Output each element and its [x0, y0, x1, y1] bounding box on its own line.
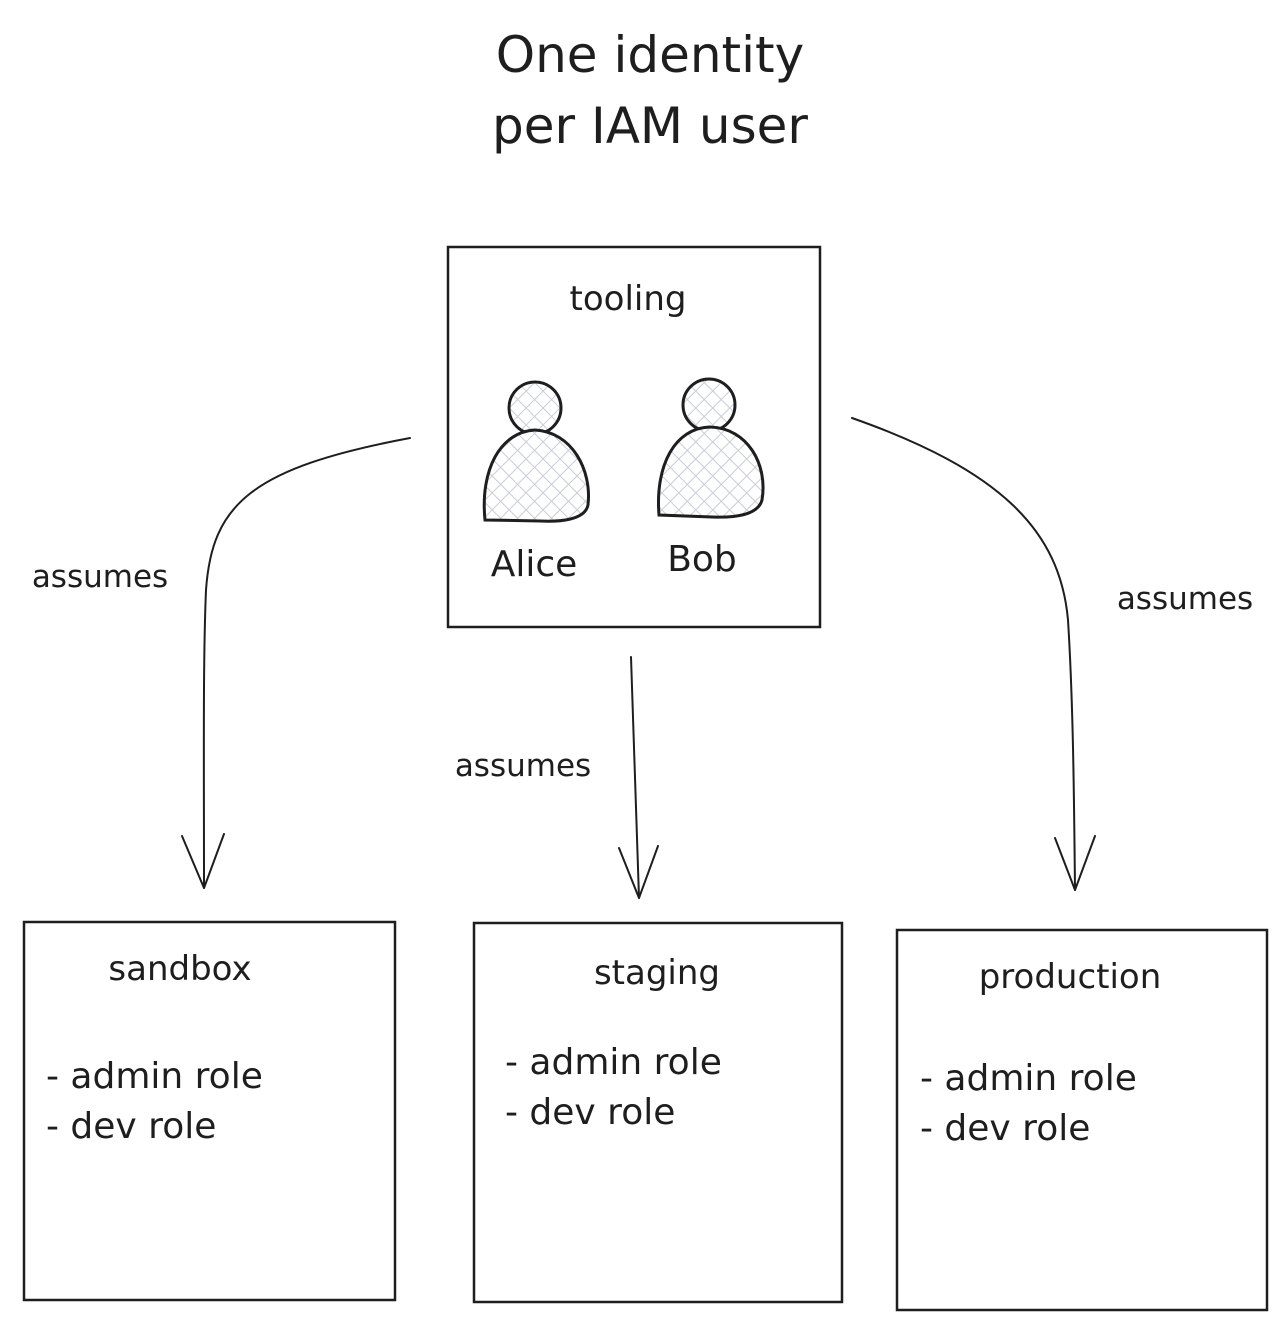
arrow-to-production[interactable] — [851, 417, 1096, 891]
alice-head-icon — [507, 380, 563, 436]
staging-role-admin: - admin role — [505, 1042, 722, 1083]
production-account[interactable]: production - admin role - dev role — [895, 928, 1269, 1312]
bob-head-icon — [681, 377, 737, 433]
arrow-to-staging[interactable] — [618, 656, 659, 899]
arrow-to-sandbox[interactable] — [181, 437, 411, 889]
bob-body-icon — [656, 425, 765, 519]
tooling-box — [446, 245, 822, 629]
assumes-label-right: assumes — [1117, 581, 1253, 617]
production-title: production — [979, 957, 1162, 997]
sandbox-title: sandbox — [108, 949, 251, 989]
sandbox-role-admin: - admin role — [46, 1056, 263, 1097]
tooling-account[interactable]: tooling Alice Bob — [446, 245, 822, 629]
user-alice[interactable]: Alice — [482, 380, 590, 585]
sandbox-account[interactable]: sandbox - admin role - dev role — [22, 920, 397, 1302]
production-role-dev: - dev role — [920, 1108, 1090, 1149]
staging-account[interactable]: staging - admin role - dev role — [472, 921, 844, 1304]
production-box — [895, 928, 1269, 1312]
assumes-label-center: assumes — [455, 748, 591, 784]
diagram-title-line-2: per IAM user — [492, 97, 808, 155]
bob-label: Bob — [667, 539, 737, 580]
alice-body-icon — [482, 428, 590, 523]
staging-box — [472, 921, 844, 1304]
alice-label: Alice — [491, 544, 578, 585]
arrow-to-staging-line — [630, 656, 640, 899]
staging-role-dev: - dev role — [505, 1092, 675, 1133]
production-role-admin: - admin role — [920, 1058, 1137, 1099]
diagram-title-line-1: One identity — [496, 26, 804, 84]
tooling-title: tooling — [570, 279, 687, 319]
sandbox-box — [22, 920, 397, 1302]
arrow-to-sandbox-line — [202, 437, 411, 889]
arrow-to-sandbox-head — [181, 833, 225, 889]
arrow-to-production-line — [851, 417, 1076, 891]
arrow-to-staging-head — [618, 845, 659, 899]
user-bob[interactable]: Bob — [656, 377, 765, 580]
sandbox-role-dev: - dev role — [46, 1106, 216, 1147]
assumes-label-left: assumes — [32, 559, 168, 595]
arrow-to-production-head — [1054, 835, 1096, 891]
staging-title: staging — [594, 953, 720, 993]
